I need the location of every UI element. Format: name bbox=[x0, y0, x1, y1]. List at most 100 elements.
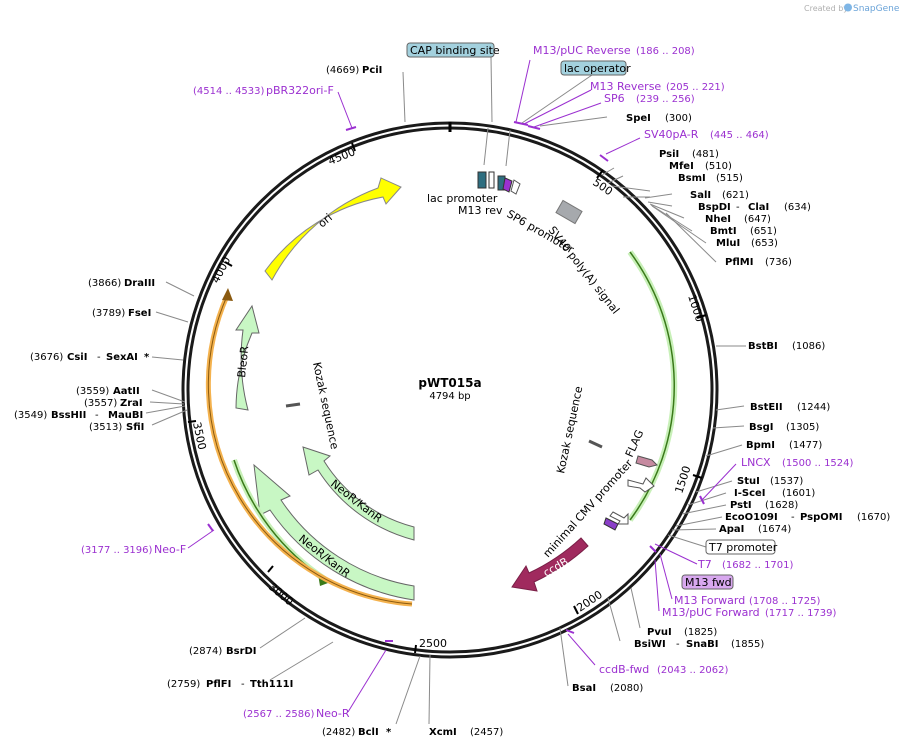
site-mfei[interactable]: MfeI bbox=[669, 161, 694, 172]
cap-site-tag[interactable] bbox=[406, 42, 495, 58]
site-snabi[interactable]: SnaBI bbox=[686, 639, 718, 650]
tick-1500: 1500 bbox=[672, 464, 693, 495]
m13-rev-box bbox=[510, 179, 521, 195]
site-bsgi-pos: (1305) bbox=[786, 422, 819, 433]
site-bcli[interactable]: BclI bbox=[358, 727, 379, 738]
site-clai[interactable]: ClaI bbox=[748, 202, 769, 213]
tick-1000: 1000 bbox=[685, 293, 706, 324]
site-bstbi[interactable]: BstBI bbox=[748, 341, 778, 352]
site-csii-sep: - bbox=[97, 352, 101, 363]
tick-mark bbox=[573, 605, 579, 615]
site-bsteii-pos: (1244) bbox=[797, 402, 830, 413]
site-eco0109i[interactable]: EcoO109I bbox=[725, 512, 778, 523]
primer-neo-r[interactable]: Neo-R bbox=[316, 707, 350, 720]
site-bspdi[interactable]: BspDI bbox=[698, 202, 731, 213]
orange-lane-arrowhead-icon bbox=[222, 288, 233, 301]
lac-operator-tag[interactable] bbox=[560, 60, 627, 76]
primer-m13puc-rev[interactable]: M13/pUC Reverse bbox=[533, 44, 631, 57]
site-sfii[interactable]: SfiI bbox=[126, 422, 144, 433]
site-apai[interactable]: ApaI bbox=[719, 524, 744, 535]
site-pvui-pos: (1825) bbox=[684, 627, 717, 638]
tick-mark bbox=[414, 644, 417, 654]
primer-t7[interactable]: T7 bbox=[697, 558, 712, 571]
primer-sp6-pos: (239 .. 256) bbox=[636, 94, 695, 105]
site-spei-pos: (300) bbox=[665, 113, 692, 124]
site-psppomi[interactable]: PspOMI bbox=[800, 512, 842, 523]
restriction-sites: (4669) PciI SpeI (300) PsiI (481) MfeI (… bbox=[14, 65, 890, 738]
site-psii[interactable]: PsiI bbox=[659, 149, 679, 160]
site-fsei-pos: (3789) bbox=[92, 308, 125, 319]
primer-neo-f-pos: (3177 .. 3196) bbox=[81, 545, 153, 556]
site-psti[interactable]: PstI bbox=[730, 500, 752, 511]
site-pflmi[interactable]: PflMI bbox=[725, 257, 753, 268]
site-bmti[interactable]: BmtI bbox=[710, 226, 737, 237]
leader-lines bbox=[145, 56, 746, 725]
primer-sv40pa-r-pos: (445 .. 464) bbox=[710, 130, 769, 141]
primer-mark bbox=[599, 154, 609, 162]
site-stui[interactable]: StuI bbox=[737, 476, 760, 487]
primer-m13-forward-pos: (1708 .. 1725) bbox=[749, 596, 821, 607]
primer-m13puc-fwd[interactable]: M13/pUC Forward bbox=[662, 606, 760, 619]
site-bsiwi[interactable]: BsiWI bbox=[634, 639, 666, 650]
site-bcli-star: * bbox=[386, 727, 392, 738]
site-pvui[interactable]: PvuI bbox=[647, 627, 672, 638]
primer-pbr322-pos: (4514 .. 4533) bbox=[193, 86, 265, 97]
site-aatii[interactable]: AatII bbox=[113, 386, 140, 397]
site-sali[interactable]: SalI bbox=[690, 190, 711, 201]
primer-mark bbox=[699, 495, 705, 505]
site-iscei[interactable]: I-SceI bbox=[734, 488, 766, 499]
site-sexai[interactable]: SexAI bbox=[106, 352, 138, 363]
site-fsei[interactable]: FseI bbox=[128, 308, 151, 319]
site-draiii-pos: (3866) bbox=[88, 278, 121, 289]
site-bsshii[interactable]: BssHII bbox=[51, 410, 86, 421]
bleor-label: BleoR bbox=[235, 345, 251, 378]
primer-sp6[interactable]: SP6 bbox=[604, 92, 625, 105]
site-mlui[interactable]: MluI bbox=[716, 238, 740, 249]
neor-inner-label: NeoR/KanR bbox=[328, 477, 385, 525]
site-bsai[interactable]: BsaI bbox=[572, 683, 596, 694]
t7-promoter-tag[interactable] bbox=[705, 539, 776, 555]
site-bsmi[interactable]: BsmI bbox=[678, 173, 706, 184]
site-pcii[interactable]: PciI bbox=[362, 65, 382, 76]
site-bsiwi-pos: (1855) bbox=[731, 639, 764, 650]
site-spei[interactable]: SpeI bbox=[626, 113, 651, 124]
boxed-labels: CAP binding site lac operator T7 promote… bbox=[406, 42, 778, 590]
tick-mark bbox=[187, 420, 197, 423]
site-maubi[interactable]: MauBI bbox=[108, 410, 143, 421]
m13-rev-label: M13 rev bbox=[458, 204, 503, 217]
site-pflfi[interactable]: PflFI bbox=[206, 679, 231, 690]
primer-sv40pa-r[interactable]: SV40pA-R bbox=[644, 128, 699, 141]
site-bsgi[interactable]: BsgI bbox=[749, 422, 773, 433]
primer-m13-forward[interactable]: M13 Forward bbox=[674, 594, 745, 607]
neor-outer-label: NeoR/KanR bbox=[296, 532, 353, 580]
m13-fwd-tag[interactable] bbox=[681, 574, 734, 590]
site-bstbi-pos: (1086) bbox=[792, 341, 825, 352]
tick-3500: 3500 bbox=[190, 421, 209, 451]
site-csii-star: * bbox=[144, 352, 150, 363]
site-zrai[interactable]: ZraI bbox=[120, 398, 143, 409]
flag-label: FLAG bbox=[623, 428, 646, 459]
primer-neo-f[interactable]: Neo-F bbox=[154, 543, 186, 556]
site-csii[interactable]: CsiI bbox=[67, 352, 87, 363]
site-bsteii[interactable]: BstEII bbox=[750, 402, 783, 413]
site-bpmi[interactable]: BpmI bbox=[746, 440, 775, 451]
primer-lncx[interactable]: LNCX bbox=[741, 456, 771, 469]
primer-m13-reverse[interactable]: M13 Reverse bbox=[590, 80, 661, 93]
primer-ccdb-fwd-pos: (2043 .. 2062) bbox=[657, 665, 729, 676]
right-feature-arc bbox=[627, 250, 678, 522]
primer-ccdb-fwd[interactable]: ccdB-fwd bbox=[599, 663, 649, 676]
site-xcmi[interactable]: XcmI bbox=[429, 727, 457, 738]
tick-mark bbox=[351, 142, 356, 152]
tick-mark bbox=[696, 314, 707, 319]
primer-lncx-pos: (1500 .. 1524) bbox=[782, 458, 854, 469]
primer-mark bbox=[207, 523, 214, 532]
site-bsrdi[interactable]: BsrDI bbox=[226, 646, 257, 657]
site-draiii[interactable]: DraIII bbox=[124, 278, 155, 289]
site-nhei[interactable]: NheI bbox=[705, 214, 731, 225]
site-xcmi-pos: (2457) bbox=[470, 727, 503, 738]
tick-mark bbox=[267, 565, 274, 573]
tick-4500: 4500 bbox=[326, 145, 357, 168]
primer-pbr322[interactable]: pBR322ori-F bbox=[266, 84, 334, 97]
site-tth111i[interactable]: Tth111I bbox=[250, 679, 293, 690]
